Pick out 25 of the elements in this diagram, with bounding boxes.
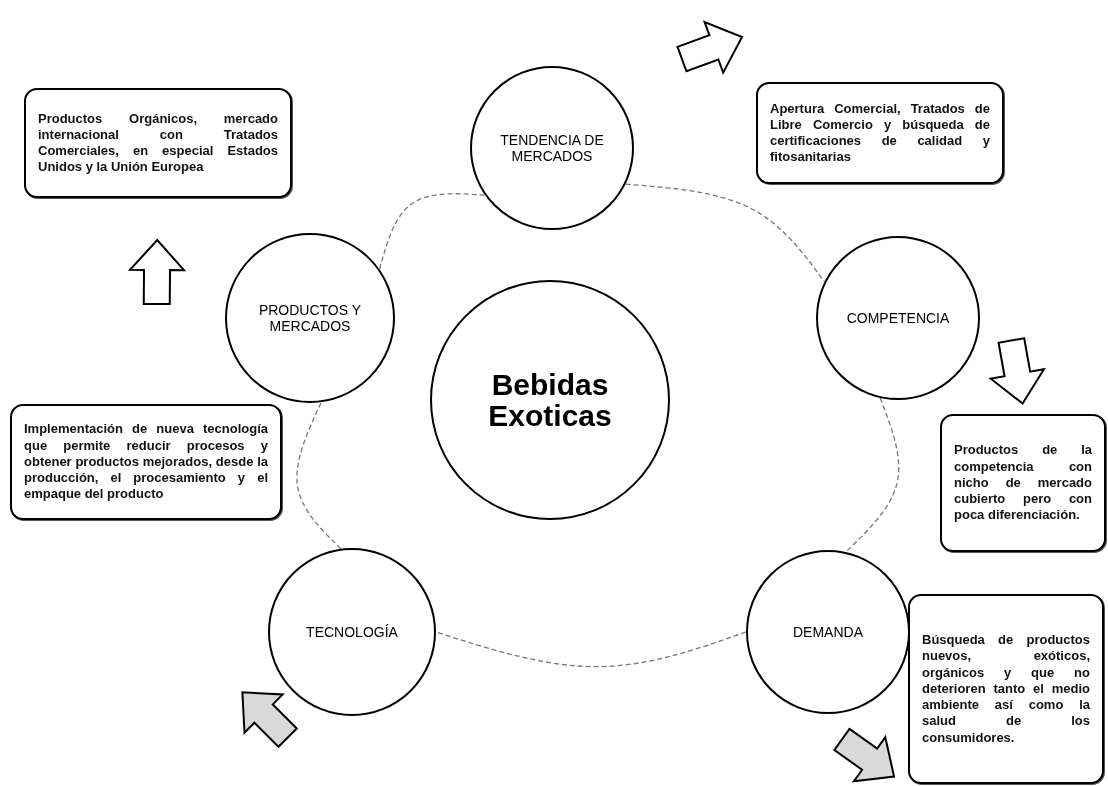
description-text: Productos de la competencia con nicho de mercado cubierto pero con poca diferenciación. (954, 442, 1092, 524)
block-arrow (241, 691, 299, 749)
description-box (10, 404, 282, 520)
circle-label: Bebidas Exoticas (487, 368, 613, 432)
dashed-ring-arc (435, 631, 747, 668)
description-text: Implementación de nueva tecnología que permite reducir procesos y obtener productos mejorados, desde la producción, el procesamiento y el empaque del producto (24, 421, 268, 503)
circle-label: TENDENCIA DE MERCADOS (499, 131, 605, 165)
description-text: Productos Orgánicos, mercado internacional con Tratados Comerciales, en especial Estados Unidos y la Unión Europea (38, 110, 278, 176)
description-text: Apertura Comercial, Tratados de Libre Comercio y búsqueda de certificaciones de calidad y fitosanitarias (770, 100, 990, 166)
circle-label: PRODUCTOS Y MERCADOS (257, 301, 363, 335)
description-box (908, 594, 1104, 784)
circle-label: COMPETENCIA (846, 309, 950, 327)
description-text: Búsqueda de productos nuevos, exóticos, orgánicos y que no deterioren tanto el medio ambiente así como la salud de los consumidores. (922, 632, 1090, 746)
dashed-ring-arc (378, 193, 486, 270)
block-arrow (833, 727, 896, 783)
circle-label: TECNOLOGÍA (306, 623, 398, 641)
description-box (940, 414, 1106, 552)
dashed-ring-arc (296, 401, 342, 550)
description-box (24, 88, 292, 198)
description-box (756, 82, 1004, 184)
circle-label: DEMANDA (793, 623, 863, 641)
block-arrow (676, 20, 744, 76)
dashed-ring-arc (845, 397, 900, 553)
block-arrow (127, 238, 187, 306)
block-arrow (988, 337, 1046, 405)
